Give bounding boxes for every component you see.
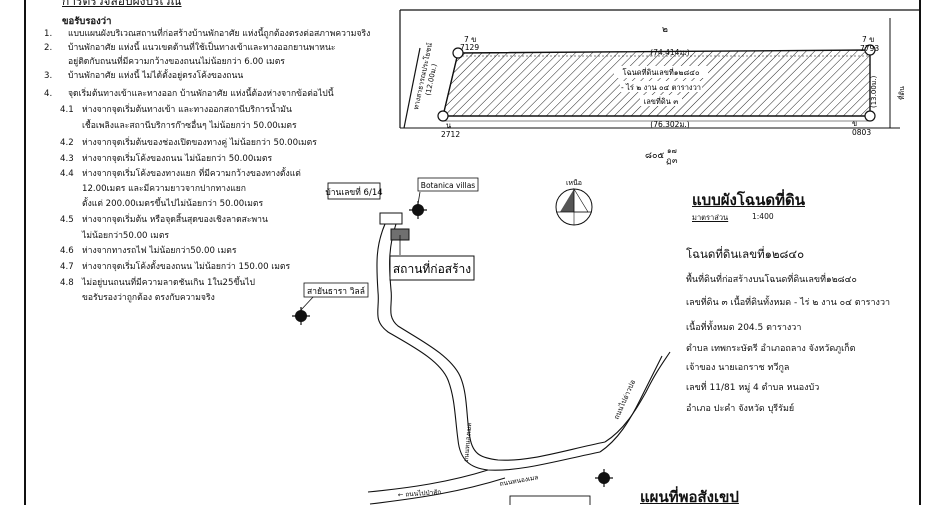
frame-right-border xyxy=(919,0,921,505)
condition-sub-4-8-cont: ขอรับรองว่าถูกต้อง ตรงกับความจริง xyxy=(82,293,215,303)
plot-deed-line-1: โฉนดที่ดินเลขที่๑๒๘๔๐ xyxy=(622,67,699,77)
below-plot-d: ฏ xyxy=(666,156,671,165)
deed-info-line-7: อำเภอ ปะคำ จังหวัด บุรีรัมย์ xyxy=(686,404,795,414)
below-plot-b: ๑๗ xyxy=(667,147,677,155)
road-branch-right xyxy=(604,351,671,443)
north-label: เหนือ xyxy=(566,179,582,187)
condition-sub-4-4-cont2: ตั้งแต่ 200.00เมตรขึ้นไปไม่น้อยกว่า 50.0… xyxy=(82,199,264,209)
deed-info-line-2: เลขที่ดิน ๓ เนื้อที่ดินทั้งหมด - ไร่ ๒ ง… xyxy=(686,298,891,308)
botanica-label-box xyxy=(417,177,479,192)
house-6-14-box xyxy=(379,212,403,225)
deed-info-line-5: เจ้าของ นายเอกราช ทวีกูล xyxy=(686,363,790,373)
botanica-label: Botanica villas xyxy=(421,181,475,190)
deed-number: โฉนดที่ดินเลขที่๑๒๘๔๐ xyxy=(686,247,805,261)
house-label-box xyxy=(327,182,381,200)
condition-item-2-cont: อยู่ติดกับถนนที่มีความกว้างของถนนไม่น้อย… xyxy=(68,57,285,67)
house-label: บ้านเลขที่ 6/14 xyxy=(325,186,382,198)
condition-item-1: 1.แบบแผนผังบริเวณสถานที่ก่อสร้างบ้านพักอ… xyxy=(44,29,371,39)
corner-sw-code: น xyxy=(446,121,451,130)
page-title: การตรวจสอบผังบริเวณ xyxy=(62,0,182,8)
corner-sw-no: 2712 xyxy=(441,130,460,139)
frame-left-border xyxy=(24,0,26,505)
corner-nw-marker xyxy=(452,47,464,59)
condition-item-2: 2.บ้านพักอาศัย แห่งนี้ แนวเขตด้านที่ใช้เ… xyxy=(44,43,336,53)
conditions-heading: ขอรับรองว่า xyxy=(62,16,112,27)
location-map-title: แผนที่พอสังเขป xyxy=(640,488,739,506)
condition-sub-4-5-cont: ไม่น้อยกว่า50.00 เมตร xyxy=(82,231,170,241)
parcel-west-edge xyxy=(442,52,459,117)
corner-ne-code: 7 ข xyxy=(862,35,874,44)
condition-sub-4-4-cont1: 12.00เมตร และมีความยาวจากปากทางแยก xyxy=(82,184,246,194)
road-bottom-label: ถนนหนองเมล xyxy=(499,473,539,488)
scale-value: 1:400 xyxy=(752,212,774,221)
condition-item-4: 4.จุดเริ่มต้นทางเข้าและทางออก บ้านพักอาศ… xyxy=(44,89,334,99)
scale-label: มาตราส่วน xyxy=(692,213,729,222)
corner-se-no: 0803 xyxy=(852,128,871,137)
right-side-label: ที่ดิน xyxy=(897,86,906,100)
village-label-box xyxy=(303,282,369,298)
deed-plan-title: แบบผังโฉนดที่ดิน xyxy=(692,191,805,209)
below-plot-c: ๓ xyxy=(672,156,678,165)
road-right-label: ถนนไปอ่าวปอ xyxy=(612,378,638,420)
road-main-right xyxy=(389,223,606,461)
road-main-left xyxy=(376,223,601,471)
deed-label-bg-3 xyxy=(640,95,682,106)
village-label: สายันธารา วิลล์ xyxy=(307,286,365,297)
bottom-dimension-label: (76.302ม.) xyxy=(650,120,689,129)
left-road-line xyxy=(403,47,421,129)
site-label: สถานที่ก่อสร้าง xyxy=(393,260,471,276)
corner-se-marker xyxy=(864,110,876,122)
plot-deed-line-3: เลขที่ดิน ๓ xyxy=(644,96,679,106)
condition-sub-4-1-cont: เชื้อเพลิงและสถานีบริการก๊าซอื่นๆ ไม่น้อ… xyxy=(82,121,297,131)
deed-info-line-6: เลขที่ 11/81 หมู่ 4 ตำบล หนองบัว xyxy=(686,383,820,393)
deed-info-line-1: พื้นที่ดินที่ก่อสร้างบนโฉนดที่ดินเลขที่๑… xyxy=(686,275,857,285)
corner-sw-marker xyxy=(437,110,449,122)
north-arrow-icon xyxy=(555,187,593,226)
site-label-box xyxy=(389,255,475,281)
corner-ne-no: 7793 xyxy=(860,44,879,53)
junction-landmark-icon xyxy=(595,469,613,487)
deed-label-bg-1 xyxy=(614,66,708,78)
top-dimension-label: (74.414ม.) xyxy=(650,48,689,57)
corner-se-code: ข xyxy=(852,119,857,128)
plot-deed-line-2: - ไร่ ๒ งาน ๐๔ ตารางวา xyxy=(621,83,701,92)
deed-info-line-3: เนื้อที่ทั้งหมด 204.5 ตารางวา xyxy=(686,323,802,333)
corner-ne-marker xyxy=(864,44,876,56)
corner-nw-no: 7129 xyxy=(460,43,479,52)
road-vertical-label: ถนนหนองเมล xyxy=(462,422,473,462)
village-leader-line xyxy=(300,295,315,311)
botanica-leader-line xyxy=(417,191,421,205)
bottom-edge-box xyxy=(509,495,591,505)
plot-top-number: ๒ xyxy=(662,25,668,35)
right-dimension-label: (13.00ม.) xyxy=(870,75,878,108)
below-plot-a: ๘๐๕ xyxy=(645,151,664,161)
road-bottom-upper xyxy=(367,469,489,493)
deed-info-line-4: ตำบล เทพกระษัตรี อำเภอถลาง จังหวัดภูเก็ต xyxy=(686,344,856,354)
corner-nw-code: 7 ข xyxy=(464,35,476,44)
deed-label-bg-2 xyxy=(620,81,702,92)
road-bottom-lower xyxy=(369,477,506,505)
condition-item-3: 3.บ้านพักอาศัย แห่งนี้ ไม่ได้ตั้งอยู่ตรง… xyxy=(44,71,244,81)
road-branch-left xyxy=(599,355,663,453)
road-to-label: ← ถนนไปป่าสัก xyxy=(398,488,442,499)
location-map xyxy=(367,223,671,505)
